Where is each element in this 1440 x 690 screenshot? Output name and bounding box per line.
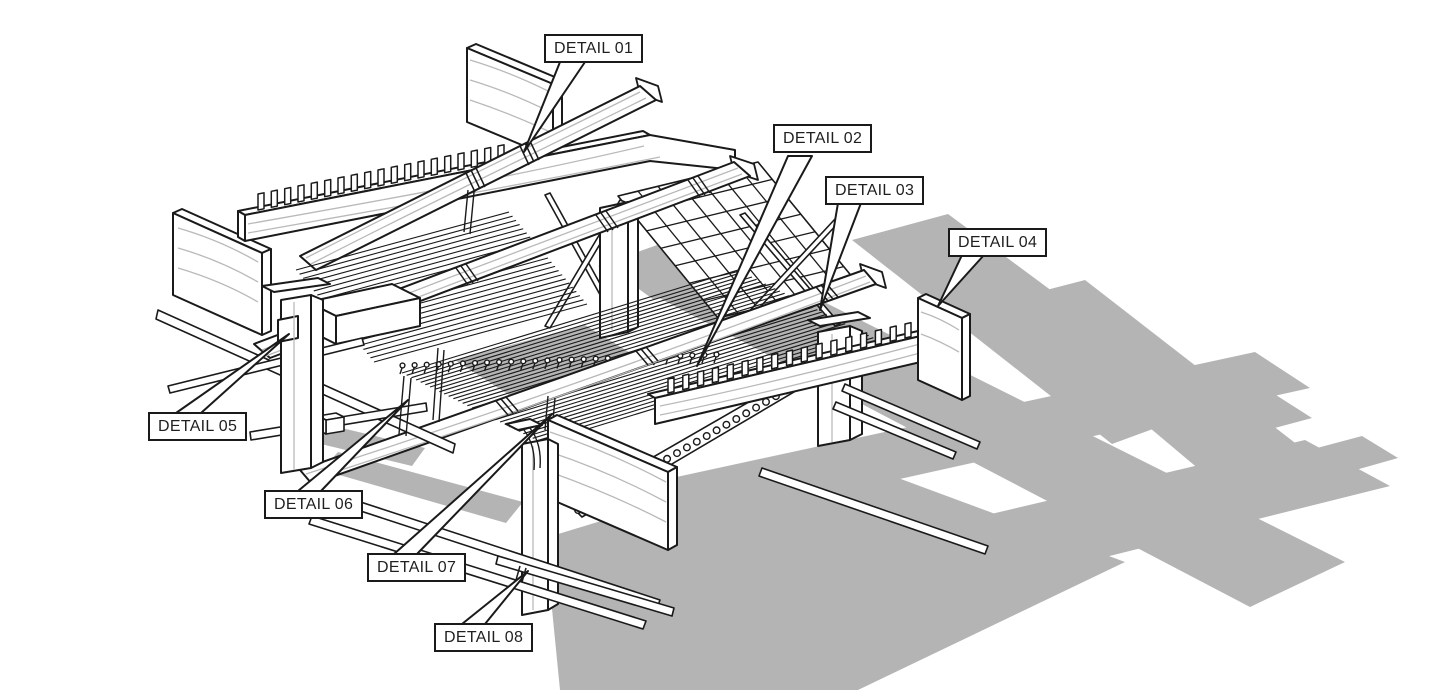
leader-detail-02	[696, 155, 813, 367]
brace-rails-right	[758, 383, 989, 555]
leader-lines	[175, 61, 985, 625]
upper-comb-teeth	[257, 144, 505, 211]
callout-detail-01: DETAIL 01	[544, 34, 644, 63]
center-post	[599, 201, 639, 339]
callout-detail-08: DETAIL 08	[434, 623, 534, 652]
front-plank	[547, 414, 678, 551]
callout-detail-07: DETAIL 07	[367, 553, 467, 582]
callout-detail-02: DETAIL 02	[773, 124, 873, 153]
long-lashed-beam	[299, 263, 887, 485]
callout-detail-04: DETAIL 04	[948, 228, 1048, 257]
callout-detail-05: DETAIL 05	[148, 412, 248, 441]
lashing	[455, 175, 711, 286]
lower-comb-teeth	[667, 321, 912, 394]
lower-comb-beam	[647, 321, 926, 425]
heddle-row	[399, 351, 720, 375]
callout-detail-06: DETAIL 06	[264, 490, 364, 519]
callout-detail-03: DETAIL 03	[825, 176, 925, 205]
left-plank	[172, 208, 272, 336]
left-post	[261, 277, 331, 474]
right-plank	[917, 293, 971, 401]
